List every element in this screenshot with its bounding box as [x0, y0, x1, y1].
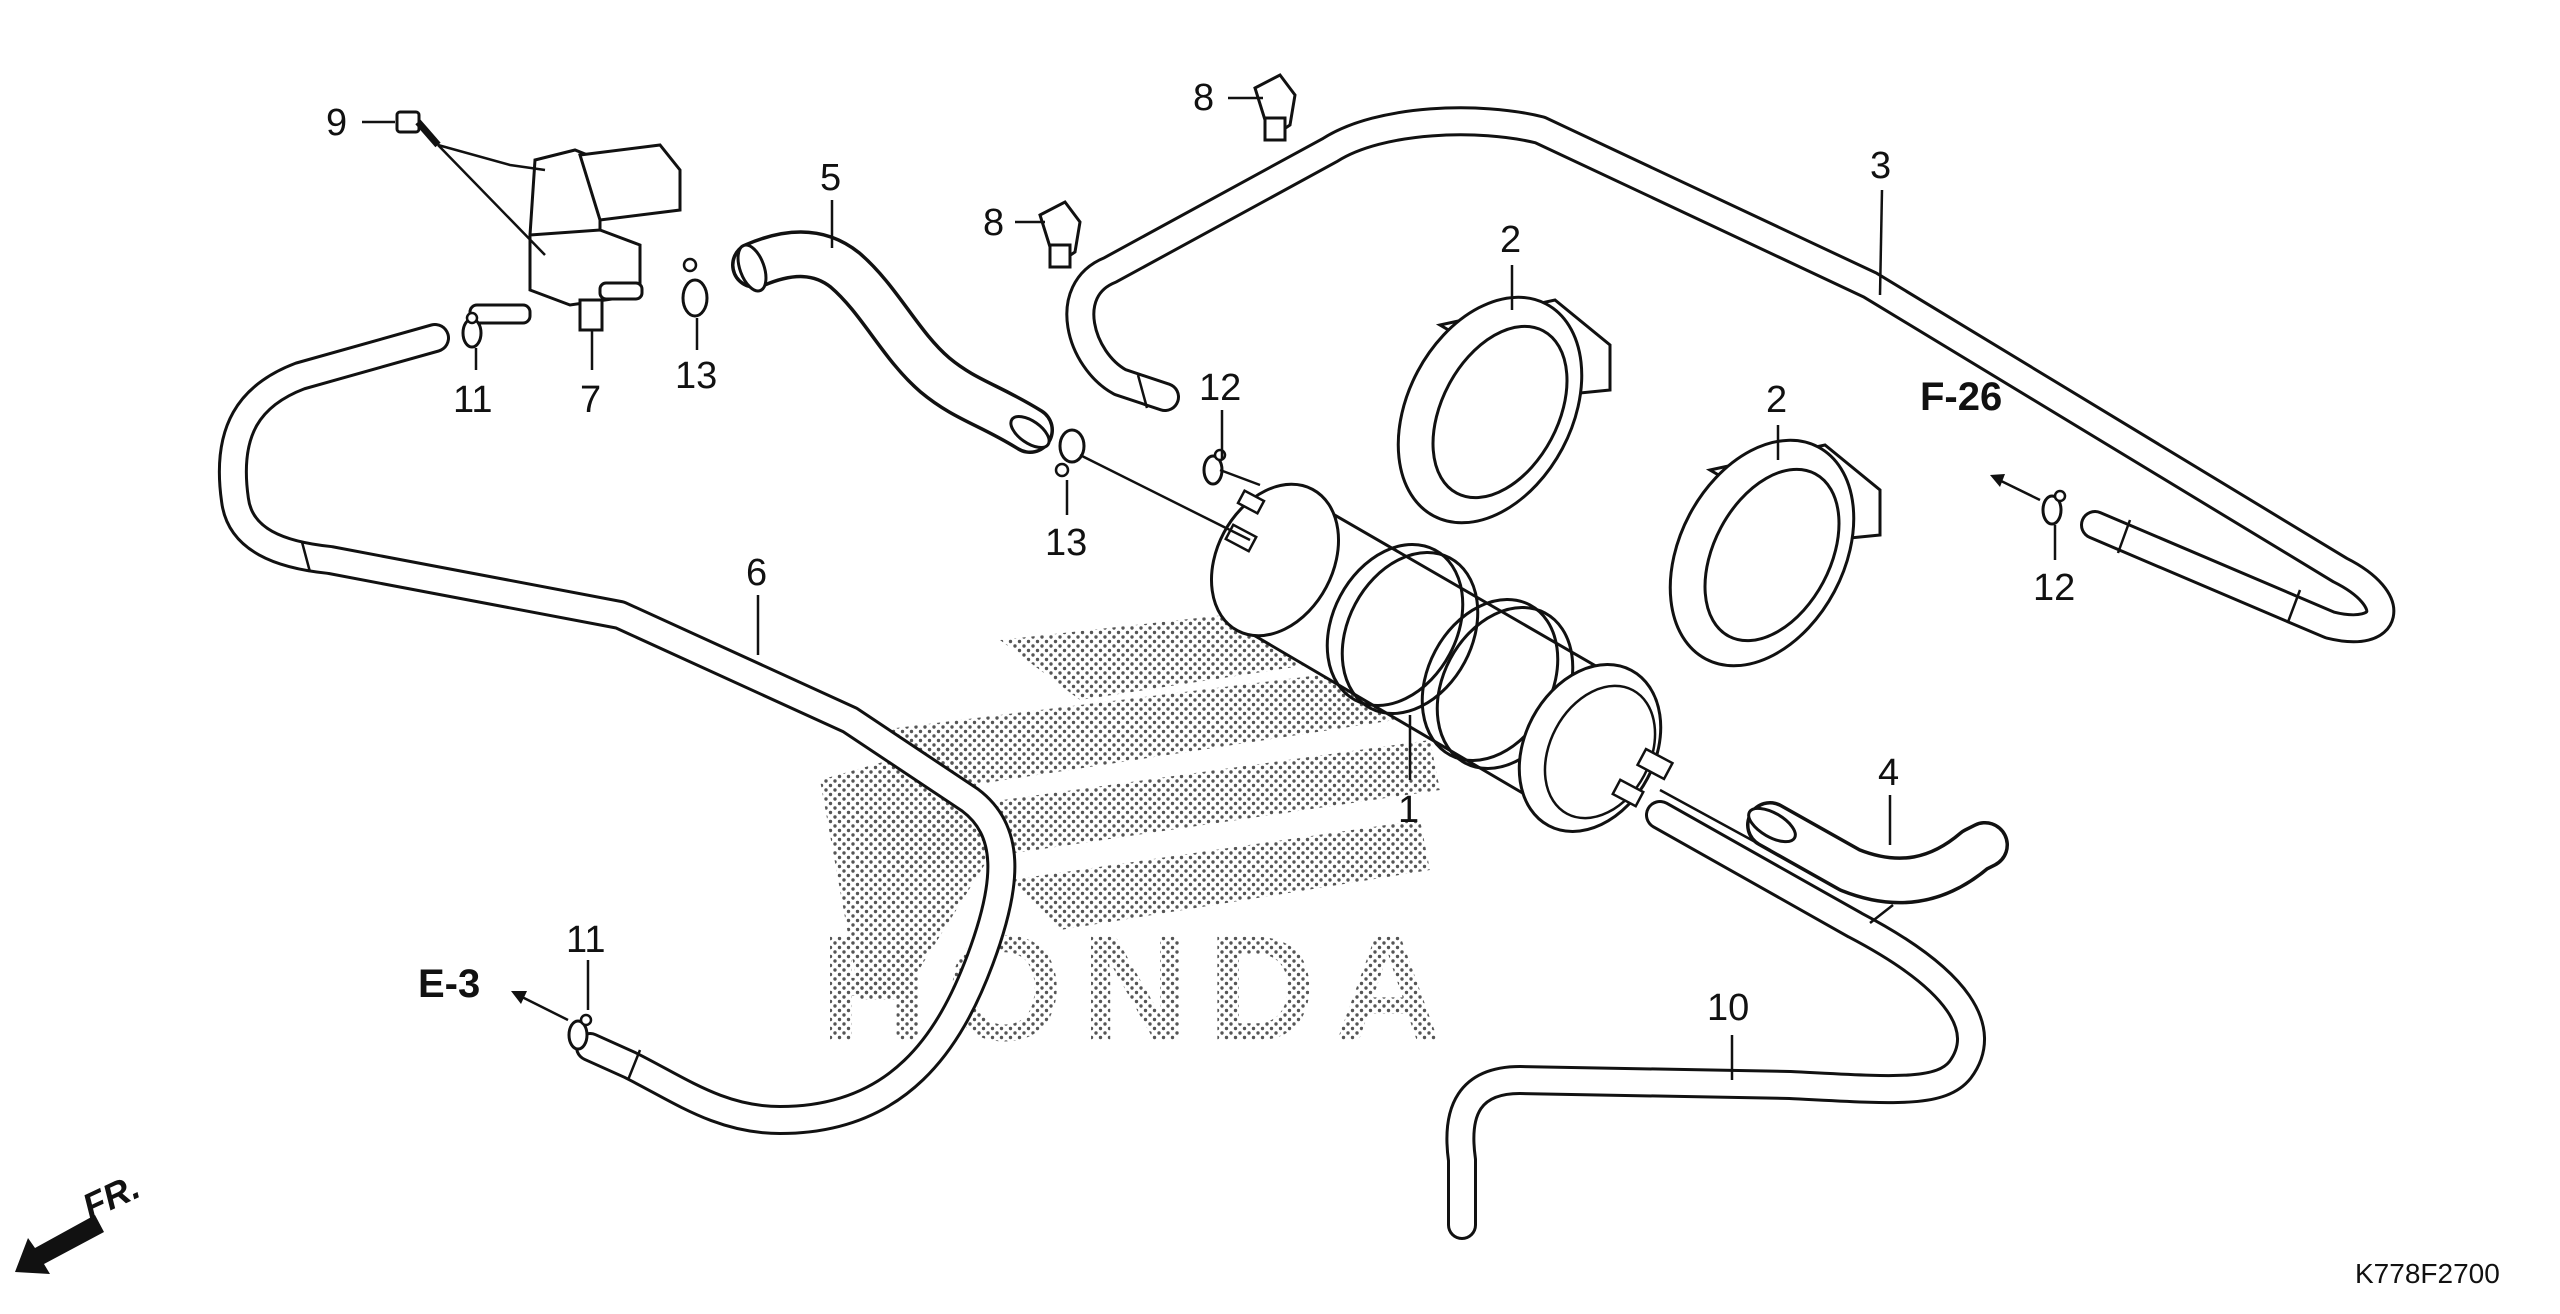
callout-9: 9 — [326, 102, 347, 144]
hose-clamp-11-lower — [567, 1013, 593, 1051]
hose-10 — [1445, 800, 1986, 1240]
reference-e3-arrow-icon — [511, 991, 527, 1004]
diagram-code: K778F2700 — [2355, 1258, 2500, 1289]
hose-clamp-11-upper — [461, 311, 483, 349]
hose-clip-8-lower — [1038, 200, 1082, 269]
callout-5: 5 — [820, 157, 841, 199]
leader-lines — [362, 96, 2057, 1080]
callout-11-lower: 11 — [566, 919, 605, 961]
callout-8-lower: 8 — [983, 202, 1004, 244]
hose-clamp-13-upper — [681, 257, 709, 318]
hose-clamp-13-lower — [1054, 428, 1086, 478]
front-direction-indicator: FR. — [15, 1166, 146, 1274]
reference-f26-arrow-icon — [1990, 474, 2005, 487]
hose-clamp-12-right — [2041, 489, 2067, 526]
callout-3: 3 — [1870, 145, 1891, 187]
front-arrow-icon — [15, 1215, 104, 1274]
callout-4: 4 — [1878, 752, 1899, 794]
honda-wing-watermark — [820, 590, 1470, 1000]
canister-band-lower — [1668, 438, 1882, 668]
callout-12-right: 12 — [2033, 567, 2075, 609]
reference-e3-label: E-3 — [418, 962, 480, 1006]
callout-10: 10 — [1707, 987, 1749, 1029]
hose-4 — [1746, 801, 2009, 905]
hose-5 — [731, 230, 1054, 454]
canister-band-upper — [1396, 295, 1612, 525]
callout-11-upper: 11 — [453, 379, 492, 421]
hose-clip-8-upper — [1253, 73, 1297, 142]
front-direction-label: FR. — [76, 1166, 146, 1228]
hose-6 — [217, 323, 1017, 1135]
reference-f26: F-26 — [1920, 375, 2041, 502]
callout-6: 6 — [746, 552, 767, 594]
callout-2-lower: 2 — [1766, 379, 1787, 421]
callout-1: 1 — [1398, 789, 1419, 831]
callout-8-upper: 8 — [1193, 77, 1214, 119]
callout-7: 7 — [580, 379, 601, 421]
assembly-line-13-canister — [1079, 453, 1251, 542]
reference-e3: E-3 — [418, 962, 569, 1022]
evap-canister — [1209, 482, 1675, 833]
callout-2-upper: 2 — [1500, 219, 1521, 261]
hose-3 — [1065, 106, 2396, 644]
bolt-9 — [395, 110, 546, 256]
assembly-line-canister-4 — [1659, 788, 1771, 852]
callout-13-lower: 13 — [1045, 522, 1087, 564]
assembly-line-12-canister — [1219, 468, 1261, 487]
reference-f26-label: F-26 — [1920, 375, 2002, 419]
callout-12-left: 12 — [1199, 367, 1241, 409]
callout-13-upper: 13 — [675, 355, 717, 397]
purge-control-solenoid-valve — [468, 143, 682, 332]
